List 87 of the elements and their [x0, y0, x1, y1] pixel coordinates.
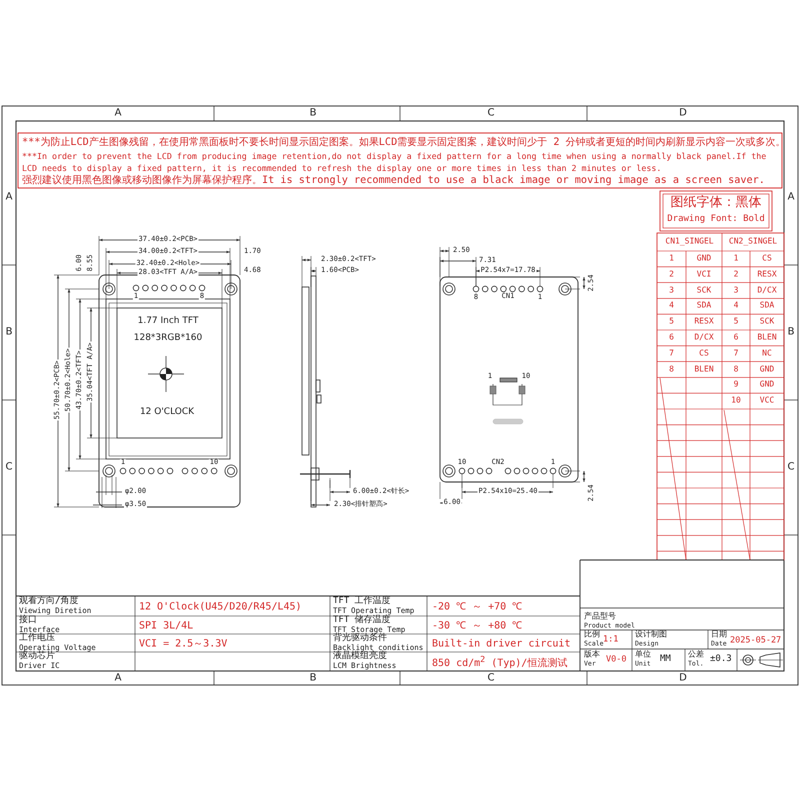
title-block-label: 公差	[688, 650, 704, 660]
pin-number: 8	[669, 365, 674, 374]
title-block-value: 2025-05-27	[730, 636, 782, 646]
pin-signal: RESX	[757, 270, 777, 280]
pin-signal: CS	[699, 349, 709, 358]
spec-value: -20 ℃ ～ +70 ℃	[432, 602, 522, 612]
pin-number: 1	[669, 254, 674, 264]
spec-label: 背光驱动条件	[333, 634, 387, 644]
spec-label: 工作电压	[19, 634, 55, 644]
zone-letter: A	[114, 108, 122, 118]
spec-label: 观看方向/角度	[19, 597, 78, 607]
zone-letter: A	[6, 192, 12, 202]
pin-signal: CS	[762, 254, 772, 264]
pin-number: 6	[734, 334, 738, 342]
pin-signal: SCK	[696, 286, 712, 295]
note-text: 强烈建议使用黑色图像或移动图像作为屏幕保护程序。It is strongly recommended to use a black image or moving image as a screen saver.	[22, 175, 765, 186]
spec-label: TFT 储存温度	[333, 616, 391, 626]
zone-letter: A	[788, 192, 794, 202]
zone-letter: A	[114, 672, 122, 684]
zone-letter: B	[788, 326, 794, 338]
title-block-label: 设计制图	[635, 630, 667, 640]
table-header: CN1_SINGEL	[665, 238, 714, 246]
screen-text: 128*3RGB*160	[134, 333, 202, 343]
note-text: ***In order to prevent the LCD from producing image retention,do not display a fixed pattern for a long time when using a normally black panel.If the LCD needs to display a fixed pattern, it is recommended to refresh the display one or more times in less than 2 minutes or less.	[22, 150, 768, 174]
title-block-label: 日期	[711, 630, 727, 640]
title-block-value: MM	[660, 655, 671, 665]
spec-label: 液晶模组亮度	[333, 652, 387, 662]
title-block-label: 单位	[635, 650, 651, 660]
zone-letter: C	[6, 462, 12, 472]
pin-signal: BLEN	[694, 365, 714, 374]
pin-signal: VCI	[696, 270, 712, 280]
zone-letter: C	[488, 672, 494, 684]
title-block-label: 产品型号	[584, 612, 616, 622]
pin-number: 3	[734, 286, 738, 295]
title-block-label: 版本	[584, 650, 600, 660]
screen-text: 12 O'CLOCK	[140, 407, 194, 417]
spec-value: SPI 3L/4L	[139, 620, 194, 632]
pin-number: 6	[669, 334, 674, 342]
pin-signal: BLEN	[757, 334, 777, 342]
pin-number: 2	[734, 270, 738, 280]
spec-label: 驱动芯片	[19, 652, 55, 662]
title-block-value: ±0.3	[710, 655, 732, 665]
pin-number: 8	[734, 365, 738, 374]
pin-signal: GND	[696, 254, 712, 264]
spec-value: 850 cd/m$^{2}$ (Typ)/恒流测试	[432, 654, 568, 670]
pin-number: 1	[734, 254, 738, 264]
spec-value: Built-in driver circuit	[432, 638, 570, 650]
spec-label: TFT 工作温度	[333, 597, 391, 607]
pin-signal: D/CX	[757, 286, 777, 295]
pin-signal: NC	[762, 349, 772, 358]
font-note: 图纸字体：黑体	[670, 196, 762, 210]
pin-signal: GND	[760, 381, 774, 390]
pin-number: 5	[734, 318, 738, 327]
title-block-label: 比例	[584, 630, 600, 640]
screen-text: 1.77 Inch TFT	[138, 316, 198, 326]
zone-letter: D	[679, 672, 687, 684]
zone-letter: B	[310, 108, 316, 118]
title-block-value: 1:1	[603, 635, 618, 644]
note-text: ***为防止LCD产生图像残留，在使用常黑面板时不要长时间显示固定图案。如果LCD需要显示固定图案，建议时间少于 2 分钟或者更短的时间内刷新显示内容一次或多次。	[22, 137, 786, 148]
pin-number: 5	[669, 318, 674, 327]
pin-number: 9	[734, 381, 738, 390]
pin-signal: SDA	[696, 302, 712, 311]
pin-signal: GND	[760, 365, 774, 374]
spec-value: VCI = 2.5～3.3V	[139, 638, 228, 650]
pin-number: 10	[731, 396, 741, 406]
zone-letter: B	[310, 672, 316, 684]
font-note: Drawing Font: Bold	[667, 215, 765, 225]
pin-number: 3	[669, 286, 674, 295]
pin-signal: VCC	[760, 396, 774, 406]
pin-number: 7	[734, 349, 738, 358]
pin-number: 2	[669, 270, 674, 280]
title-block-value: V0-0	[606, 655, 626, 665]
pin-signal: SDA	[760, 302, 774, 311]
pin-signal: SCK	[760, 318, 774, 327]
zone-letter: D	[679, 108, 687, 118]
spec-label: 接口	[19, 616, 37, 626]
pin-signal: RESX	[694, 318, 714, 327]
zone-letter: C	[788, 462, 794, 472]
zone-letter: B	[6, 326, 12, 338]
table-header: CN2_SINGEL	[728, 238, 778, 246]
pin-number: 4	[669, 302, 674, 311]
zone-letter: C	[488, 108, 494, 118]
pin-number: 4	[734, 302, 738, 311]
pin-signal: D/CX	[694, 334, 714, 342]
pin-number: 7	[669, 349, 674, 358]
spec-value: -30 ℃ ～ +80 ℃	[432, 620, 522, 632]
spec-value: 12 O'Clock(U45/D20/R45/L45)	[139, 602, 302, 612]
